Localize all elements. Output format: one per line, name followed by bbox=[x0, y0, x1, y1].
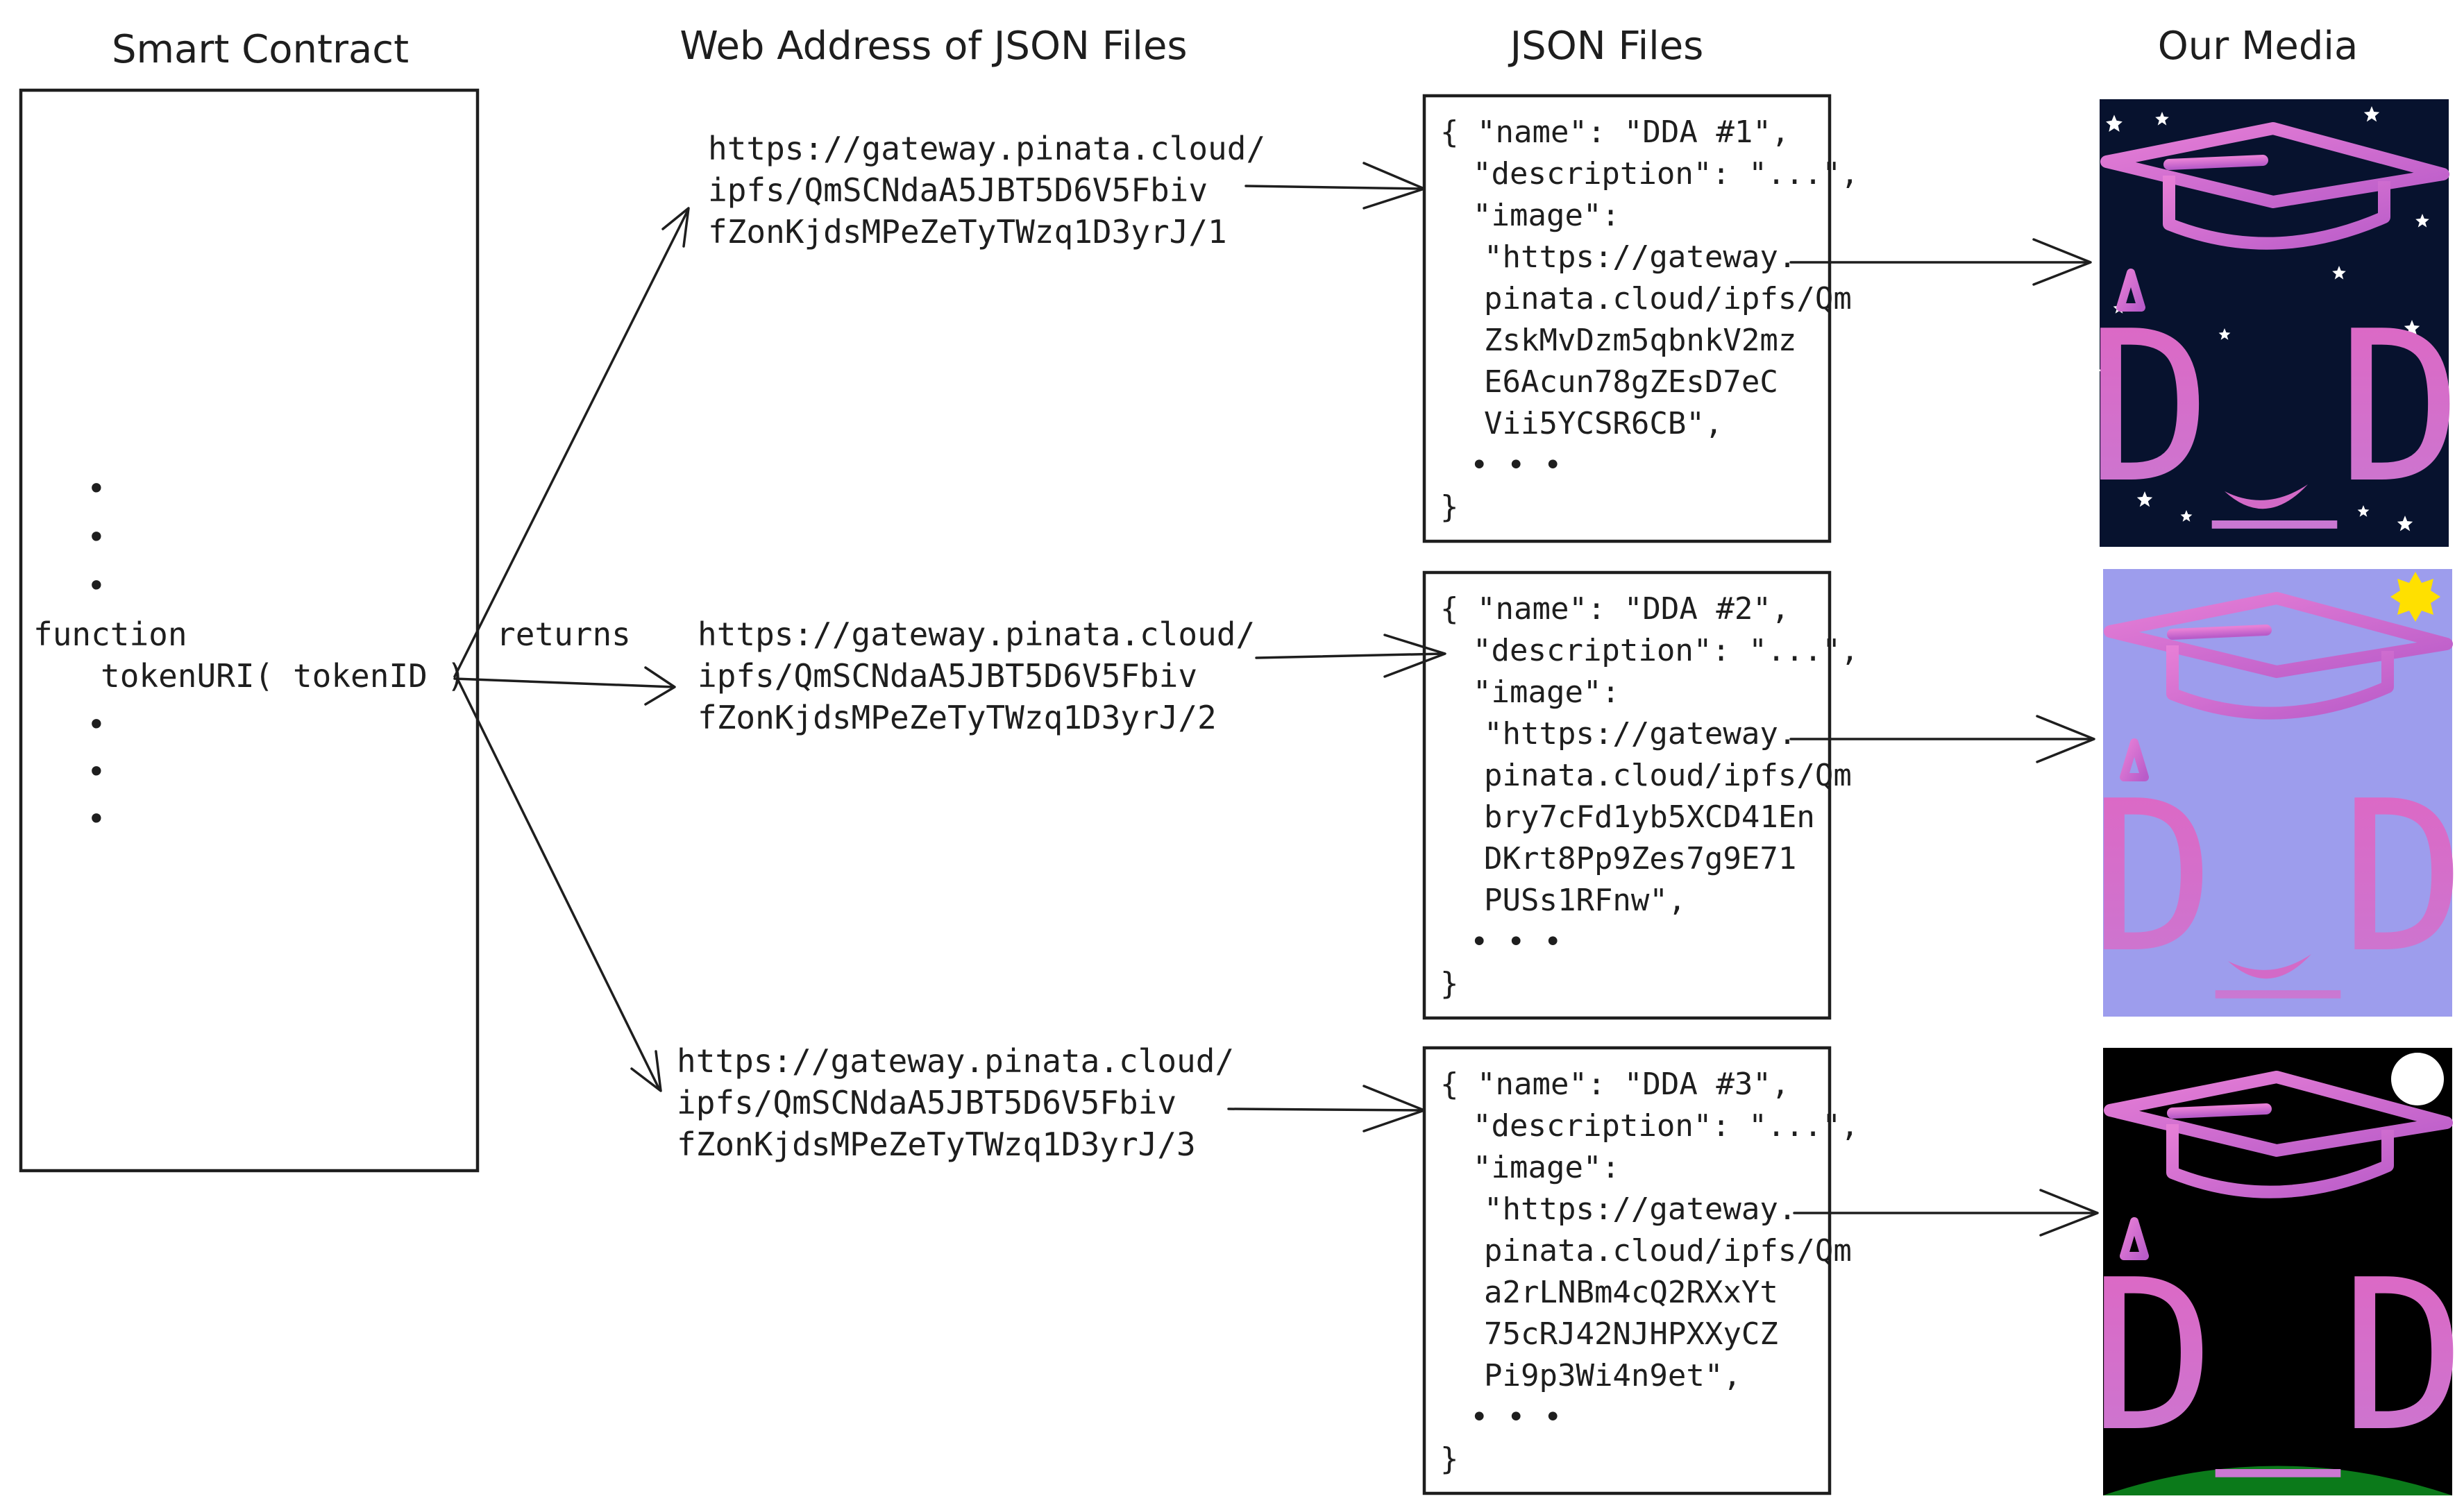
header-smart-contract: Smart Contract bbox=[112, 27, 409, 72]
address-line: ipfs/QmSCNdaA5JBT5D6V5Fbiv bbox=[677, 1084, 1176, 1121]
json-line: "https://gateway. bbox=[1484, 1191, 1796, 1227]
sun-icon bbox=[2390, 572, 2440, 622]
json-line: "https://gateway. bbox=[1484, 239, 1796, 275]
graduation-cap-icon bbox=[2104, 1071, 2453, 1260]
function-keyword: function bbox=[33, 616, 187, 653]
address-line: fZonKjdsMPeZeTyTWzq1D3yrJ/1 bbox=[708, 213, 1227, 251]
dd-logo-text: D_D bbox=[2090, 1235, 2464, 1480]
json-line: "description": "...", bbox=[1473, 633, 1859, 668]
smile-icon bbox=[2225, 484, 2308, 509]
json-line: { "name": "DDA #3", bbox=[1440, 1067, 1789, 1102]
json-line: a2rLNBm4cQ2RXxYt bbox=[1484, 1275, 1778, 1310]
json-line: 75cRJ42NJHPXXyCZ bbox=[1484, 1316, 1778, 1352]
json-line: { "name": "DDA #1", bbox=[1440, 114, 1789, 150]
dd-logo-text: D_D bbox=[2086, 287, 2463, 532]
returns-arrow-2 bbox=[453, 666, 676, 706]
header-web-address: Web Address of JSON Files bbox=[680, 24, 1187, 69]
json-close-brace: } bbox=[1440, 1441, 1459, 1477]
json-ellipsis: • • • bbox=[1470, 1400, 1562, 1435]
address-2: https://gateway.pinata.cloud/ ipfs/QmSCN… bbox=[698, 616, 1255, 736]
dd-logo-text: D_D bbox=[2090, 756, 2464, 1001]
json-to-media-arrow-1 bbox=[1789, 238, 2092, 286]
address-to-json-arrow-2 bbox=[1255, 634, 1446, 678]
json-line: pinata.cloud/ipfs/Qm bbox=[1484, 1233, 1852, 1269]
json-line: "description": "...", bbox=[1473, 156, 1859, 192]
address-3: https://gateway.pinata.cloud/ ipfs/QmSCN… bbox=[677, 1042, 1234, 1163]
address-to-json-arrow-1 bbox=[1244, 162, 1426, 210]
graduation-cap-icon bbox=[2100, 122, 2449, 312]
media-image-3: D_D bbox=[2090, 1048, 2464, 1495]
json-file-3: { "name": "DDA #3", "description": "..."… bbox=[1422, 1046, 1859, 1495]
returns-arrow-1 bbox=[453, 207, 690, 678]
graduation-cap-icon bbox=[2104, 592, 2453, 781]
json-line: ZskMvDzm5qbnkV2mz bbox=[1484, 323, 1796, 358]
json-line: "image": bbox=[1473, 1150, 1620, 1185]
json-line: "image": bbox=[1473, 198, 1620, 233]
address-line: https://gateway.pinata.cloud/ bbox=[698, 616, 1255, 653]
header-json-files: JSON Files bbox=[1508, 24, 1704, 69]
address-1: https://gateway.pinata.cloud/ ipfs/QmSCN… bbox=[708, 130, 1265, 251]
json-line: bry7cFd1yb5XCD41En bbox=[1484, 799, 1815, 835]
json-line: "image": bbox=[1473, 675, 1620, 710]
green-hill bbox=[2103, 1466, 2452, 1495]
json-close-brace: } bbox=[1440, 489, 1459, 525]
json-line: PUSs1RFnw", bbox=[1484, 883, 1686, 918]
ellipsis-dot: • bbox=[87, 706, 106, 743]
address-to-json-arrow-3 bbox=[1227, 1085, 1426, 1132]
returns-arrow-3 bbox=[457, 679, 662, 1092]
json-line: "description": "...", bbox=[1473, 1108, 1859, 1144]
token-uri-call: tokenURI( tokenID ) bbox=[101, 657, 466, 695]
json-line: E6Acun78gZEsD7eC bbox=[1484, 364, 1778, 400]
ellipsis-dot: • bbox=[87, 800, 106, 838]
json-line: { "name": "DDA #2", bbox=[1440, 591, 1789, 627]
moon-icon bbox=[2391, 1053, 2444, 1105]
address-line: fZonKjdsMPeZeTyTWzq1D3yrJ/3 bbox=[677, 1126, 1196, 1163]
ellipsis-dot: • bbox=[87, 567, 106, 604]
ellipsis-dot: • bbox=[87, 470, 106, 507]
json-file-1: { "name": "DDA #1", "description": "..."… bbox=[1422, 94, 1859, 543]
json-line: DKrt8Pp9Zes7g9E71 bbox=[1484, 841, 1796, 876]
address-line: https://gateway.pinata.cloud/ bbox=[708, 130, 1265, 167]
ellipsis-dot: • bbox=[87, 753, 106, 790]
address-line: fZonKjdsMPeZeTyTWzq1D3yrJ/2 bbox=[698, 699, 1217, 736]
json-to-media-arrow-2 bbox=[1789, 715, 2095, 763]
json-ellipsis: • • • bbox=[1470, 448, 1562, 483]
smart-contract-box: • • • function tokenURI( tokenID ) • • • bbox=[19, 88, 480, 1173]
smile-icon bbox=[2228, 954, 2311, 979]
json-line: pinata.cloud/ipfs/Qm bbox=[1484, 281, 1852, 316]
address-line: https://gateway.pinata.cloud/ bbox=[677, 1042, 1234, 1080]
json-line: Pi9p3Wi4n9et", bbox=[1484, 1358, 1741, 1393]
address-line: ipfs/QmSCNdaA5JBT5D6V5Fbiv bbox=[698, 657, 1197, 695]
media-image-2: D_D bbox=[2090, 569, 2464, 1017]
json-ellipsis: • • • bbox=[1470, 924, 1562, 960]
header-our-media: Our Media bbox=[2158, 24, 2358, 69]
json-line: Vii5YCSR6CB", bbox=[1484, 406, 1723, 441]
address-line: ipfs/QmSCNdaA5JBT5D6V5Fbiv bbox=[708, 171, 1208, 209]
json-file-2: { "name": "DDA #2", "description": "..."… bbox=[1422, 570, 1859, 1020]
ellipsis-dot: • bbox=[87, 518, 106, 556]
json-line: pinata.cloud/ipfs/Qm bbox=[1484, 758, 1852, 793]
json-line: "https://gateway. bbox=[1484, 716, 1796, 752]
json-close-brace: } bbox=[1440, 966, 1459, 1001]
returns-label: returns bbox=[496, 616, 631, 653]
media-image-1: D_D bbox=[2086, 99, 2463, 547]
json-to-media-arrow-3 bbox=[1793, 1189, 2099, 1237]
